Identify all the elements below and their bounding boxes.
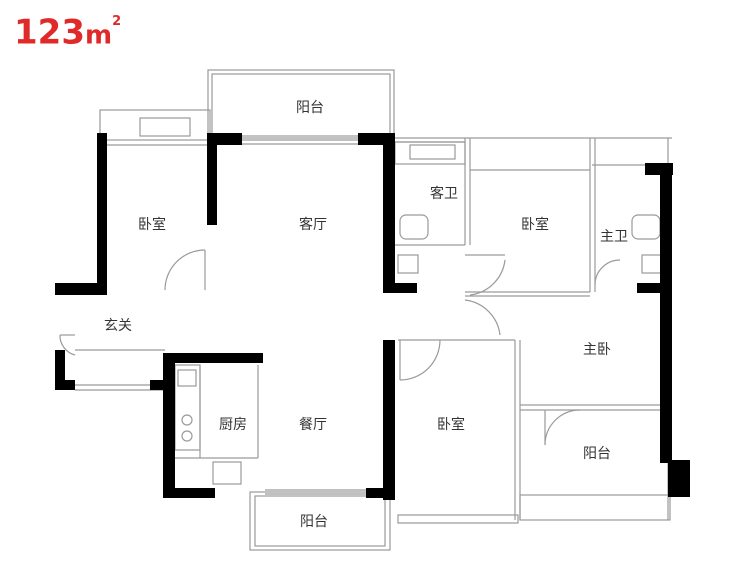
wall-guest-bath-bottom [383, 283, 417, 293]
door-swing-entrance [59, 334, 76, 356]
balcony-top-inner [211, 73, 391, 137]
label-master-bath: 主卫 [600, 229, 628, 245]
stove-burner-2 [181, 430, 193, 442]
label-dining-room: 餐厅 [299, 417, 327, 433]
area-title: 123m2 [14, 8, 121, 55]
label-entrance: 玄关 [104, 317, 132, 334]
label-guest-bath: 客卫 [430, 185, 458, 202]
balcony-bottom-outline [249, 491, 391, 551]
door-swing-bedroom-left [164, 249, 206, 291]
door-swing-bedroom-bottom-2 [399, 339, 441, 381]
wall-entrance-top [55, 283, 107, 295]
wall-kitchen-top [163, 353, 263, 363]
label-living-room: 客厅 [299, 216, 327, 233]
wall-kitchen-bottom [163, 488, 215, 498]
kitchen-appliance [177, 369, 197, 387]
balcony-right-window [519, 494, 671, 521]
label-bedroom-mid: 卧室 [521, 216, 549, 233]
thin-lines [59, 69, 672, 551]
bedroom-left-window [99, 109, 211, 141]
wall-dining-bottom-right [366, 488, 395, 498]
walls [55, 133, 690, 500]
stove-burner-1 [181, 414, 193, 426]
wall-right-outer [660, 163, 672, 463]
wall-bedroom-left-outer [97, 133, 107, 295]
balcony-top-outline [207, 69, 395, 139]
wall-dining-right [383, 340, 395, 500]
door-swing-balcony-right [544, 409, 581, 446]
wall-living-left [207, 133, 217, 225]
toilet-master-bath [631, 214, 661, 240]
balcony-bottom-inner [254, 495, 386, 547]
label-kitchen: 厨房 [219, 417, 247, 433]
door-swing-bedroom-bottom [464, 299, 501, 336]
area-unit: m [84, 20, 113, 51]
wall-guest-bath-left [383, 133, 395, 293]
wall-right-bottom [668, 460, 690, 497]
label-balcony-bottom: 阳台 [300, 514, 328, 530]
toilet-guest-bath [399, 214, 429, 240]
sink-guest-bath [397, 254, 419, 274]
guest-bath-window-detail [409, 144, 456, 160]
door-swing-bedroom-mid [469, 259, 506, 296]
area-value: 123 [14, 12, 85, 53]
label-bedroom-bottom: 卧室 [437, 416, 465, 433]
bedroom-left-window-detail [139, 117, 191, 137]
door-swing-master-bath [594, 259, 621, 286]
wall-entrance-right [150, 380, 165, 390]
label-balcony-top: 阳台 [296, 100, 324, 116]
wall-kitchen-left [163, 353, 175, 498]
bedroom-bottom-window [397, 514, 519, 524]
wall-master-bath-bottom [637, 283, 672, 293]
wall-entrance-bottom [55, 380, 75, 390]
wall-entrance-left [55, 350, 65, 386]
sink-master-bath [641, 254, 663, 274]
area-unit-superscript: 2 [112, 14, 122, 29]
label-balcony-right: 阳台 [583, 446, 611, 462]
kitchen-sink [212, 461, 242, 485]
label-bedroom-left: 卧室 [138, 216, 166, 233]
label-master-bedroom: 主卧 [583, 342, 611, 358]
